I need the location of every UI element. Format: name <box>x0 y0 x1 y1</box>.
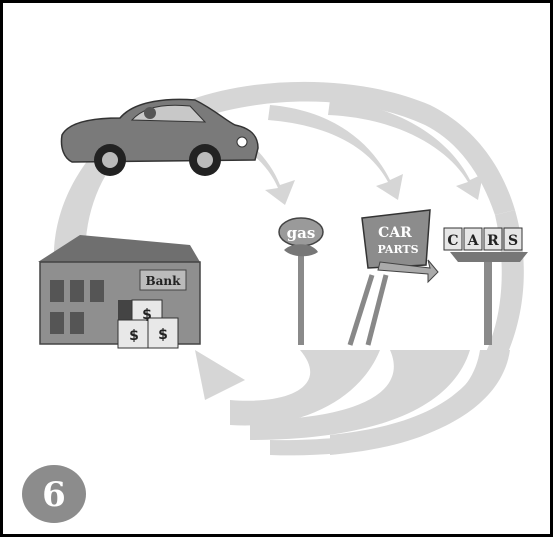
step-number: 6 <box>42 475 66 515</box>
car-parts-line2: PARTS <box>377 243 418 256</box>
cars-letter-s: S <box>508 233 518 249</box>
money-symbol-1: $ <box>142 307 152 323</box>
cars-letter-r: R <box>487 233 499 249</box>
money-symbol-3: $ <box>158 327 168 343</box>
gas-sign-label: gas <box>287 224 316 242</box>
money-symbol-2: $ <box>129 328 139 344</box>
cars-letter-c: C <box>447 233 458 249</box>
cars-letter-a: A <box>467 233 480 249</box>
bank-sign: Bank <box>146 274 182 288</box>
car-parts-line1: CAR <box>378 225 412 241</box>
step-number-badge: 6 <box>21 464 87 524</box>
